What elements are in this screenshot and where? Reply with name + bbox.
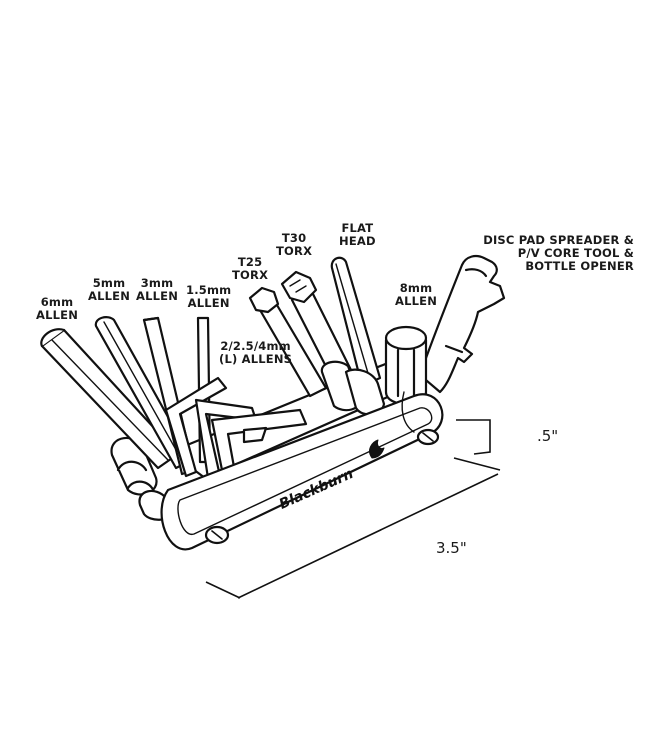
- label-line: ALLEN: [187, 296, 230, 310]
- length-tick-left: [205, 581, 241, 599]
- label-line: ALLEN: [136, 289, 179, 303]
- label-allen-8mm: 8mm ALLEN: [395, 282, 437, 308]
- label-line: 6mm: [40, 295, 74, 309]
- label-line: TORX: [276, 244, 313, 258]
- front-plate: [160, 391, 444, 551]
- disc-pad-spreader-tool: [418, 254, 506, 394]
- label-line: ALLEN: [395, 294, 438, 308]
- label-line: HEAD: [339, 234, 376, 248]
- label-line: 5mm: [92, 276, 126, 290]
- label-allen-5mm: 5mm ALLEN: [88, 277, 130, 303]
- label-line: FLAT: [341, 221, 374, 235]
- label-torx-t30: T30 TORX: [276, 232, 312, 258]
- bolt-right: [416, 428, 440, 446]
- label-line: DISC PAD SPREADER &: [483, 233, 634, 247]
- center-hinge-knuckles: [320, 360, 386, 416]
- label-line: P/V CORE TOOL &: [517, 246, 634, 260]
- label-line: T25: [237, 255, 263, 269]
- label-line: T30: [281, 231, 307, 245]
- dimension-lines: [205, 419, 501, 599]
- bolt-left: [204, 525, 230, 545]
- label-line: (L) ALLENS: [219, 352, 293, 366]
- l-allens-tool: [164, 376, 308, 482]
- label-flat-head: FLAT HEAD: [339, 222, 376, 248]
- label-l-allens: 2/2.5/4mm (L) ALLENS: [219, 340, 292, 366]
- label-allen-1-5mm: 1.5mm ALLEN: [186, 284, 231, 310]
- dimension-thickness: .5": [537, 427, 559, 445]
- allen-8mm-tool: [384, 325, 428, 405]
- label-line: TORX: [232, 268, 269, 282]
- label-line: ALLEN: [36, 308, 79, 322]
- length-tick-right: [453, 457, 501, 471]
- label-line: 2/2.5/4mm: [220, 339, 291, 353]
- label-line: 1.5mm: [186, 283, 232, 297]
- label-torx-t25: T25 TORX: [232, 256, 268, 282]
- length-line: [237, 473, 499, 599]
- label-line: 3mm: [140, 276, 174, 290]
- label-allen-3mm: 3mm ALLEN: [136, 277, 178, 303]
- label-line: 8mm: [399, 281, 433, 295]
- thickness-bracket: [456, 419, 491, 455]
- label-line: BOTTLE OPENER: [525, 259, 634, 273]
- flat-head-tool: [330, 256, 382, 388]
- label-allen-6mm: 6mm ALLEN: [36, 296, 78, 322]
- label-line: ALLEN: [88, 289, 131, 303]
- torx-t25-tool: [248, 286, 328, 398]
- blackburn-flame-logo: [369, 439, 385, 459]
- dimension-length: 3.5": [436, 539, 467, 557]
- label-disc-pad-spreader: DISC PAD SPREADER & P/V CORE TOOL & BOTT…: [483, 234, 634, 273]
